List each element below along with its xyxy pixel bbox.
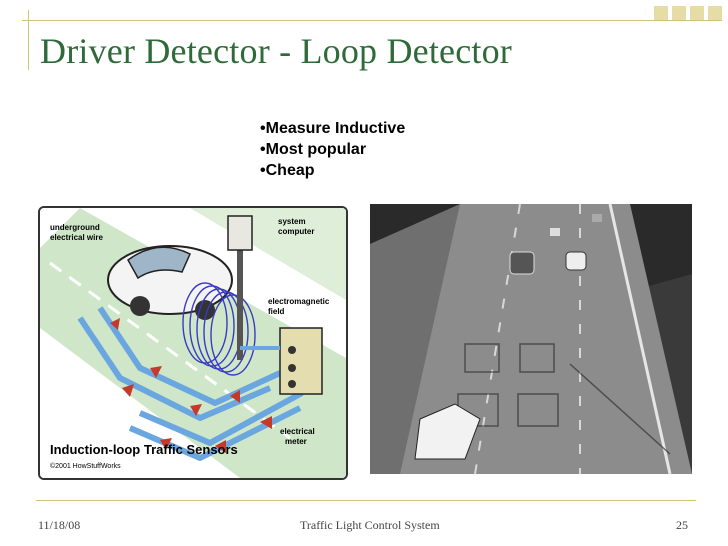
bullet-list: •Measure Inductive •Most popular •Cheap <box>260 118 405 181</box>
bullet-item: •Cheap <box>260 162 315 179</box>
electrical-meter-box <box>279 327 323 395</box>
label-meter-1: electrical <box>280 427 315 436</box>
bullet-item: •Most popular <box>260 141 367 158</box>
label-meter-2: meter <box>285 437 307 446</box>
induction-loop-diagram: underground electrical wire system compu… <box>38 206 348 480</box>
photo-svg <box>370 204 692 474</box>
bullet-item: •Measure Inductive <box>260 120 406 137</box>
pole <box>237 230 243 360</box>
decor-line-top <box>22 20 722 21</box>
slide-title: Driver Detector - Loop Detector <box>40 31 512 71</box>
decor-box-4 <box>708 6 722 20</box>
decor-line-left <box>28 10 29 70</box>
footer-title: Traffic Light Control System <box>300 518 440 532</box>
label-wire-2: electrical wire <box>50 233 103 242</box>
system-computer-box <box>227 215 253 251</box>
lane-lines <box>474 204 581 474</box>
label-field-1: electromagnetic <box>268 297 330 306</box>
decor-box-1 <box>654 6 668 20</box>
field-rings <box>182 282 256 376</box>
label-field-2: field <box>268 307 285 316</box>
current-arrows <box>110 318 272 453</box>
decor-line-bottom <box>36 500 696 501</box>
label-computer-2: computer <box>278 227 314 236</box>
footer-page-number: 25 <box>676 518 688 532</box>
diagram-credit: ©2001 HowStuffWorks <box>50 462 121 470</box>
footer-date: 11/18/08 <box>38 518 81 532</box>
decor-box-3 <box>690 6 704 20</box>
diagram-svg: underground electrical wire system compu… <box>40 208 346 478</box>
car-illustration <box>107 245 233 320</box>
lane-marking <box>49 261 291 440</box>
label-wire-1: underground <box>50 223 100 232</box>
label-computer-1: system <box>278 217 306 226</box>
highway-photo <box>370 204 692 474</box>
cars <box>414 214 602 460</box>
decor-box-2 <box>672 6 686 20</box>
loop-cuts <box>457 343 671 455</box>
diagram-caption: Induction-loop Traffic Sensors <box>50 442 238 457</box>
